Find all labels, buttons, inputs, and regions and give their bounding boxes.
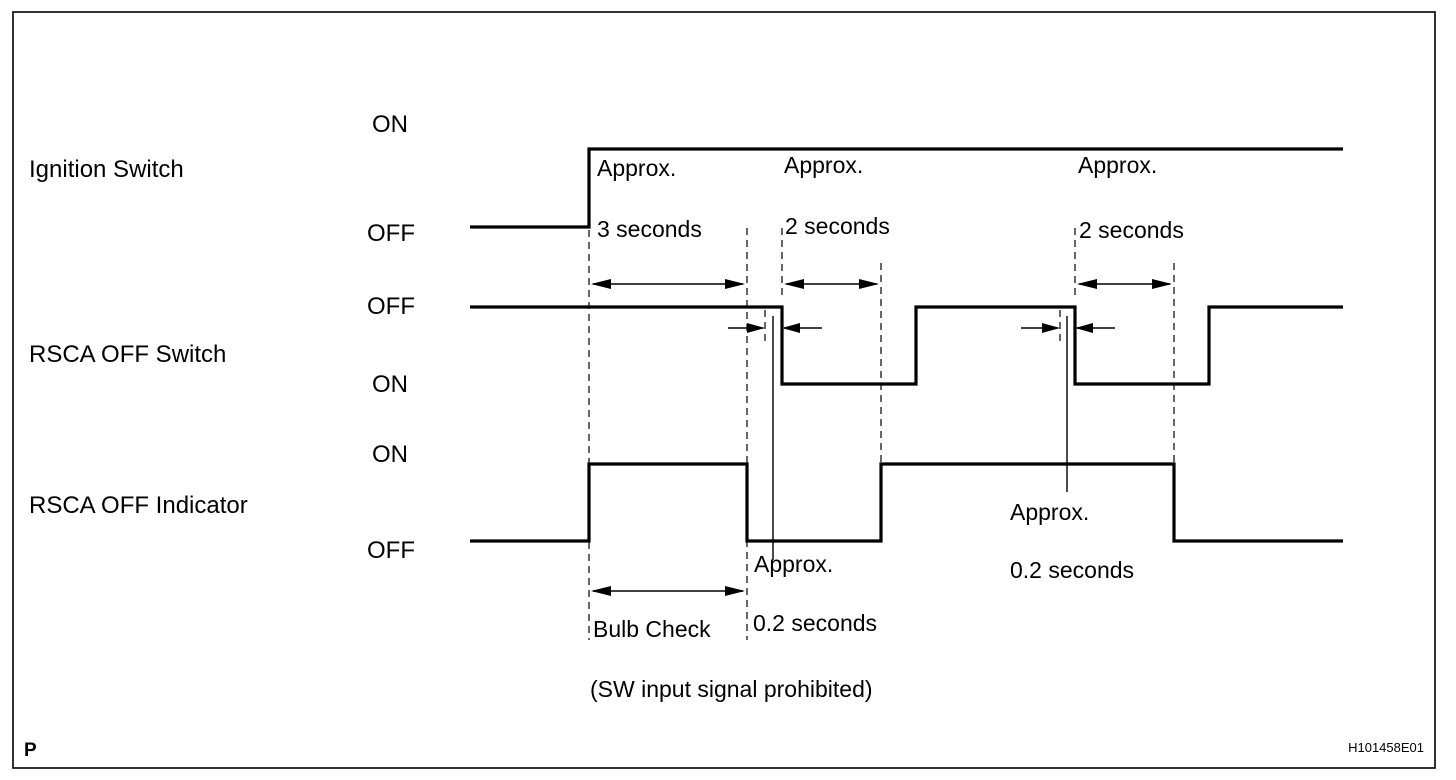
duration-0-2s-label: 0.2 seconds — [1010, 557, 1134, 583]
duration-2s-label: 2 seconds — [1079, 217, 1184, 243]
inward-arrow-0-2s-first — [728, 323, 822, 333]
indicator-off-state: OFF — [367, 537, 415, 564]
page-marker: P — [24, 740, 37, 761]
approx-label: Approx. — [1078, 152, 1157, 178]
switch-waveform — [470, 305, 1343, 386]
rsca-switch-label: RSCA OFF Switch — [29, 341, 226, 368]
switch-off-state: OFF — [367, 293, 415, 320]
duration-arrow-2s-second — [1077, 279, 1172, 289]
inward-arrow-0-2s-second — [1021, 323, 1115, 333]
diagram-frame — [12, 11, 1436, 769]
ignition-switch-label: Ignition Switch — [29, 156, 184, 183]
duration-2s-label: 2 seconds — [785, 213, 890, 239]
figure-id: H101458E01 — [1348, 740, 1424, 755]
ignition-waveform — [470, 147, 1343, 229]
duration-arrow-3s — [591, 279, 745, 289]
indicator-on-state: ON — [372, 441, 408, 468]
ignition-on-state: ON — [372, 111, 408, 138]
sw-prohibited-note: (SW input signal prohibited) — [590, 676, 873, 702]
duration-3s-label: 3 seconds — [597, 216, 702, 242]
indicator-waveform — [470, 462, 1343, 543]
switch-on-state: ON — [372, 371, 408, 398]
duration-arrow-bulb-check — [591, 586, 745, 596]
duration-arrow-2s-first — [784, 279, 879, 289]
approx-label: Approx. — [784, 152, 863, 178]
bulb-check-label: Bulb Check — [593, 616, 711, 642]
approx-label: Approx. — [754, 551, 833, 577]
approx-label: Approx. — [597, 155, 676, 181]
approx-label: Approx. — [1010, 499, 1089, 525]
ignition-off-state: OFF — [367, 220, 415, 247]
rsca-indicator-label: RSCA OFF Indicator — [29, 492, 248, 519]
duration-0-2s-label: 0.2 seconds — [753, 610, 877, 636]
